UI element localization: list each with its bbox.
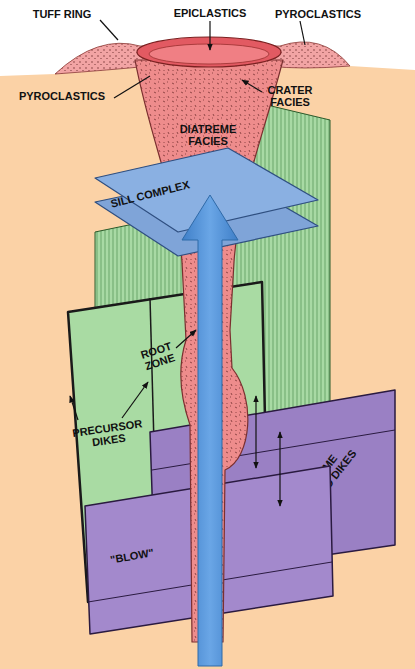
leader-lines (70, 20, 305, 506)
leader-line (100, 20, 118, 40)
node-shape-group (95, 148, 318, 256)
part-label: EPICLASTICS (160, 7, 260, 19)
double-arrow (279, 432, 280, 506)
double-arrow (255, 396, 256, 468)
node-shape-group (85, 466, 333, 634)
ground (0, 42, 415, 669)
node-shape-group (150, 390, 395, 580)
sill-complex: SILL COMPLEX (90, 140, 325, 260)
node-shape (85, 466, 333, 634)
node-shape (95, 148, 318, 232)
leader-arrow (209, 21, 210, 50)
diatreme-pipe: DIATREME FACIES (130, 40, 290, 645)
part-label: PYROCLASTICS (268, 8, 368, 20)
crater-floor (149, 44, 269, 64)
leader-arrow (122, 382, 148, 418)
leader-arrow (176, 330, 196, 348)
node-label: DIATREME FACIES (175, 123, 241, 147)
leader-arrow (70, 396, 78, 420)
node-shape (150, 390, 395, 580)
leader-arrow (242, 80, 262, 92)
part-label: TUFF RING (17, 8, 107, 20)
leader-line (300, 21, 305, 45)
leader-line (114, 76, 150, 98)
node-shape (88, 562, 332, 602)
node-shape (152, 430, 395, 470)
crater (137, 37, 281, 67)
upward-arrow (182, 195, 238, 666)
part-label: PYROCLASTICS (12, 90, 112, 102)
